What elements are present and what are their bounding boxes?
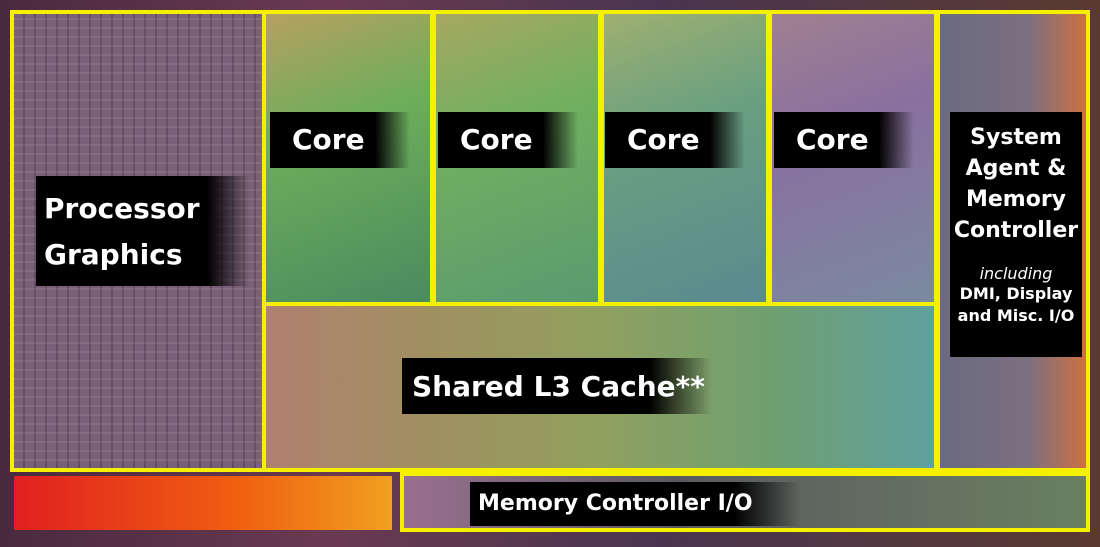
memory-io-label: Memory Controller I/O <box>470 482 800 526</box>
sa-line-2: Agent & <box>965 156 1067 181</box>
sa-note: including <box>979 264 1053 283</box>
l3-cache-label: Shared L3 Cache** <box>402 358 712 414</box>
outline-l3 <box>262 302 940 472</box>
core-label-2: Core <box>438 112 578 168</box>
sa-line-1: System <box>970 125 1062 150</box>
graphics-label: Processor Graphics <box>36 176 250 286</box>
sa-line-3: Memory <box>965 187 1067 212</box>
core-label-1: Core <box>270 112 410 168</box>
sa-line-4: Controller <box>953 218 1079 243</box>
outline-memory-io <box>400 472 1090 532</box>
core-label-4: Core <box>774 112 914 168</box>
outline-system-agent <box>934 10 1090 472</box>
sa-detail-2: and Misc. I/O <box>957 306 1075 325</box>
sa-detail-1: DMI, Display <box>959 284 1073 303</box>
red-bar-region <box>14 476 392 530</box>
core-label-3: Core <box>605 112 745 168</box>
system-agent-label: System Agent & Memory Controller includi… <box>950 112 1082 357</box>
